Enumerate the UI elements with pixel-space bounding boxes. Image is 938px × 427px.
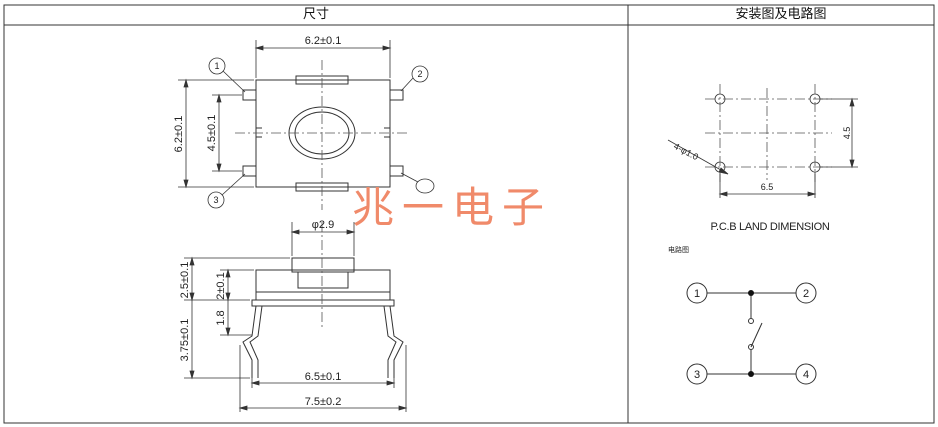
dim-total-h-label: 3.75±0.1: [179, 319, 191, 362]
dim-top-width-label: 6.2±0.1: [305, 35, 342, 47]
dim-stem-dia: [290, 222, 356, 256]
pcb-h-label: 4.5: [842, 127, 852, 140]
side-view: [242, 257, 404, 378]
circuit-diagram: [686, 282, 817, 385]
dim-pin-spacing-label: 4.5±0.1: [206, 115, 218, 152]
header-install-circuit: 安装图及电路图: [735, 6, 827, 21]
dim-side-height-label: 6.2±0.1: [173, 116, 185, 153]
dim-top-width: [254, 40, 392, 78]
dim-overall-width-label: 7.5±0.2: [305, 396, 342, 408]
pcb-centerlines: [705, 84, 832, 182]
pin-1-label: 1: [214, 61, 219, 71]
dim-body-h-label: 2.5±0.1: [179, 262, 191, 299]
dim-cap-h-label: 2±0.1: [215, 272, 227, 299]
pcb-caption: P.C.B LAND DIMENSION: [710, 221, 829, 233]
top-centerlines: [235, 60, 410, 210]
pin-3-label: 3: [213, 195, 218, 205]
dim-pin-width-label: 6.5±0.1: [305, 371, 342, 383]
circuit-node-3: 3: [694, 369, 700, 381]
dim-pin-spacing: [212, 93, 242, 173]
pin-2-label: 2: [417, 69, 422, 79]
pcb-dims: [667, 97, 858, 198]
circuit-node-4: 4: [803, 369, 809, 381]
circuit-nodes: [748, 290, 754, 377]
pcb-w-label: 6.5: [761, 182, 774, 192]
pin-callouts: [207, 57, 435, 209]
dim-side-height: [178, 78, 254, 189]
watermark: 兆一电子: [352, 183, 552, 232]
dim-heights: [184, 256, 290, 380]
table-frame: [3, 4, 935, 424]
header-dimensions: 尺寸: [302, 6, 329, 21]
circuit-node-2: 2: [803, 288, 809, 300]
pcb-hole-label: 4-φ1.0: [672, 141, 700, 162]
circuit-node-1: 1: [694, 288, 700, 300]
dim-stem-h-label: 1.8: [215, 310, 227, 325]
top-view: [242, 75, 404, 192]
dim-stem-dia-label: φ2.9: [312, 219, 334, 231]
circuit-title: 电路图: [668, 245, 689, 254]
dim-bottom-widths: [238, 345, 408, 412]
